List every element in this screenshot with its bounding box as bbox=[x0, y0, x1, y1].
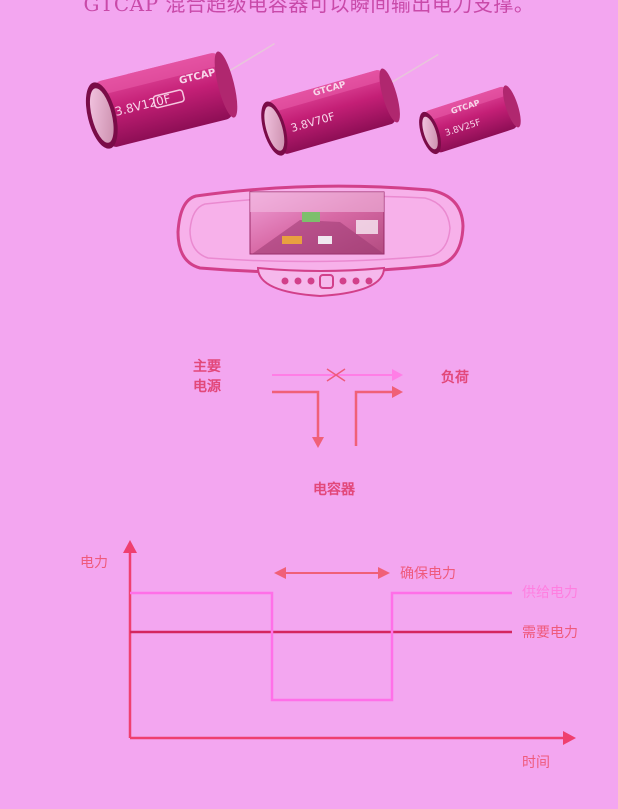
header-caption: GTCAP 混合超级电容器可以瞬间输出电力支撑。 bbox=[83, 0, 535, 16]
x-axis-arrowhead bbox=[563, 731, 576, 745]
flow-charge-path bbox=[272, 390, 320, 440]
dashcam-button-5 bbox=[352, 277, 360, 285]
span-label: 确保电力 bbox=[400, 566, 456, 582]
y-axis-arrowhead bbox=[123, 540, 137, 553]
dashcam-button-2 bbox=[294, 277, 302, 285]
dashcam-button-6 bbox=[365, 277, 373, 285]
dashcam-button-center bbox=[319, 274, 334, 289]
mirror-dashcam-device bbox=[176, 184, 465, 298]
dashcam-button-1 bbox=[281, 277, 289, 285]
flow-cross-mark-b bbox=[326, 368, 346, 382]
dashcam-button-3 bbox=[307, 277, 315, 285]
power-chart bbox=[123, 540, 576, 745]
span-arrow-left-head bbox=[274, 567, 286, 579]
demand-line-label: 需要电力 bbox=[522, 625, 578, 641]
span-arrow-right-head bbox=[378, 567, 390, 579]
dashcam-button-4 bbox=[339, 277, 347, 285]
y-axis-label: 电力 bbox=[80, 555, 108, 571]
flow-main-arrowhead bbox=[392, 369, 403, 381]
load-label: 负荷 bbox=[441, 370, 469, 386]
capacitor-medium bbox=[261, 53, 439, 156]
flow-diagram bbox=[272, 368, 403, 448]
capacitor-small bbox=[419, 85, 521, 155]
source-label-line2: 电源 bbox=[193, 379, 221, 395]
supply-line-label: 供给电力 bbox=[522, 585, 578, 601]
flow-discharge-path bbox=[354, 390, 395, 446]
flow-discharge-arrowhead bbox=[392, 386, 403, 398]
supply-line bbox=[130, 591, 512, 702]
capacitor-label: 电容器 bbox=[313, 482, 355, 498]
x-axis-label: 时间 bbox=[522, 755, 550, 771]
capacitor-large bbox=[85, 42, 275, 149]
source-label-line1: 主要 bbox=[193, 359, 221, 375]
flow-charge-arrowhead bbox=[312, 437, 324, 448]
